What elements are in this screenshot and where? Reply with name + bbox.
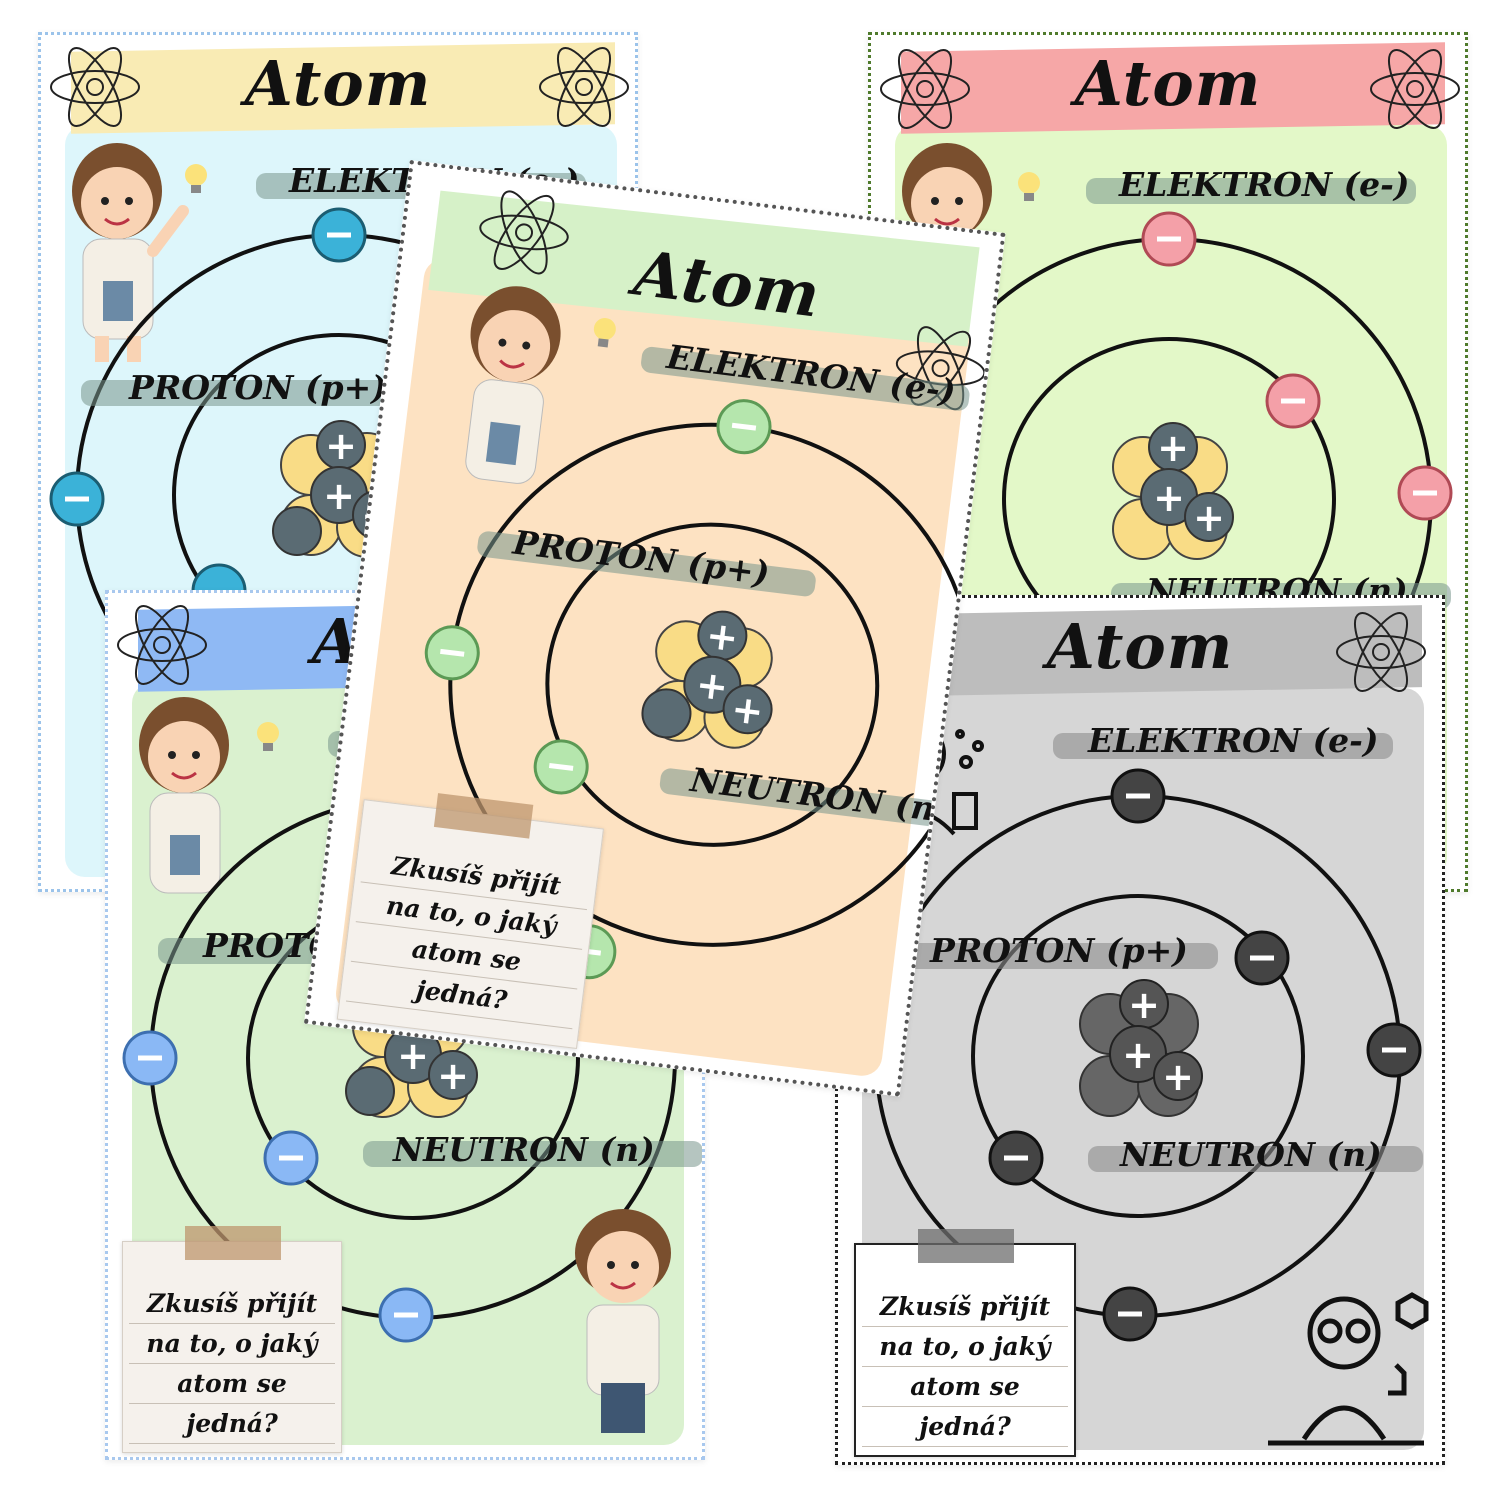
electron-label: ELEKTRON (e-) (1119, 165, 1410, 204)
note-line: na to, o jaký (129, 1324, 335, 1364)
note-line: atom se (862, 1367, 1068, 1407)
note-line: na to, o jaký (862, 1327, 1068, 1367)
proton-label: PROTON (p+) (930, 931, 1188, 970)
svg-text:+: + (729, 686, 766, 734)
note-line: jedná? (129, 1404, 335, 1444)
atom-icon (117, 605, 207, 685)
scientist-girl-icon (72, 143, 189, 362)
neutron-label: NEUTRON (n) (1120, 1135, 1382, 1174)
svg-text:+: + (694, 662, 731, 710)
svg-text:+: + (1162, 1055, 1194, 1099)
atom-icon (479, 190, 569, 275)
svg-text:+: + (1128, 983, 1160, 1027)
neutron-label: NEUTRON (n) (393, 1130, 655, 1169)
svg-text:+: + (325, 424, 357, 468)
svg-text:+: + (1122, 1033, 1154, 1077)
question-note: Zkusíš přijít na to, o jaký atom se jedn… (854, 1229, 1076, 1457)
svg-text:+: + (397, 1034, 429, 1078)
svg-text:+: + (1193, 496, 1225, 540)
scientist-boy-icon (575, 1209, 671, 1433)
atom-icon (1336, 612, 1426, 692)
lightbulb-icon (257, 722, 279, 751)
lightbulb-icon (185, 164, 207, 193)
scientist-girl-icon (465, 286, 561, 484)
note-line: Zkusíš přijít (862, 1287, 1068, 1327)
atom-icon (539, 47, 629, 127)
svg-text:+: + (1157, 426, 1189, 470)
question-note: Zkusíš přijít na to, o jaký atom se jedn… (122, 1226, 342, 1453)
scientist-girl-icon (139, 697, 229, 894)
atom-diagram: +++ (424, 399, 977, 980)
atom-diagram: +++ (848, 768, 1422, 1342)
note-line: atom se (129, 1364, 335, 1404)
svg-text:+: + (1153, 476, 1185, 520)
scientist-woman-outline-icon (1268, 1292, 1429, 1446)
atom-poster-orange: Atom ELEKTRON (e-) +++ (303, 160, 1006, 1097)
atom-icon (880, 49, 970, 129)
question-note: Zkusíš přijít na to, o jaký atom se jedn… (336, 793, 604, 1049)
atom-icon (1370, 49, 1460, 129)
poster-title: Atom (1074, 47, 1262, 120)
poster-title: Atom (1046, 610, 1234, 683)
atom-diagram: +++ (905, 211, 1453, 761)
tape-icon (185, 1226, 281, 1260)
svg-text:+: + (323, 474, 355, 518)
lightbulb-icon (593, 318, 616, 348)
atom-icon (50, 47, 140, 127)
lightbulb-icon (1018, 172, 1040, 201)
poster-title: Atom (244, 47, 432, 120)
svg-text:+: + (704, 613, 741, 661)
electron-label: ELEKTRON (e-) (1088, 721, 1379, 760)
note-line: jedná? (862, 1407, 1068, 1447)
tape-icon (918, 1229, 1014, 1263)
svg-text:+: + (437, 1054, 469, 1098)
note-line: Zkusíš přijít (129, 1284, 335, 1324)
proton-label: PROTON (p+) (129, 368, 387, 407)
